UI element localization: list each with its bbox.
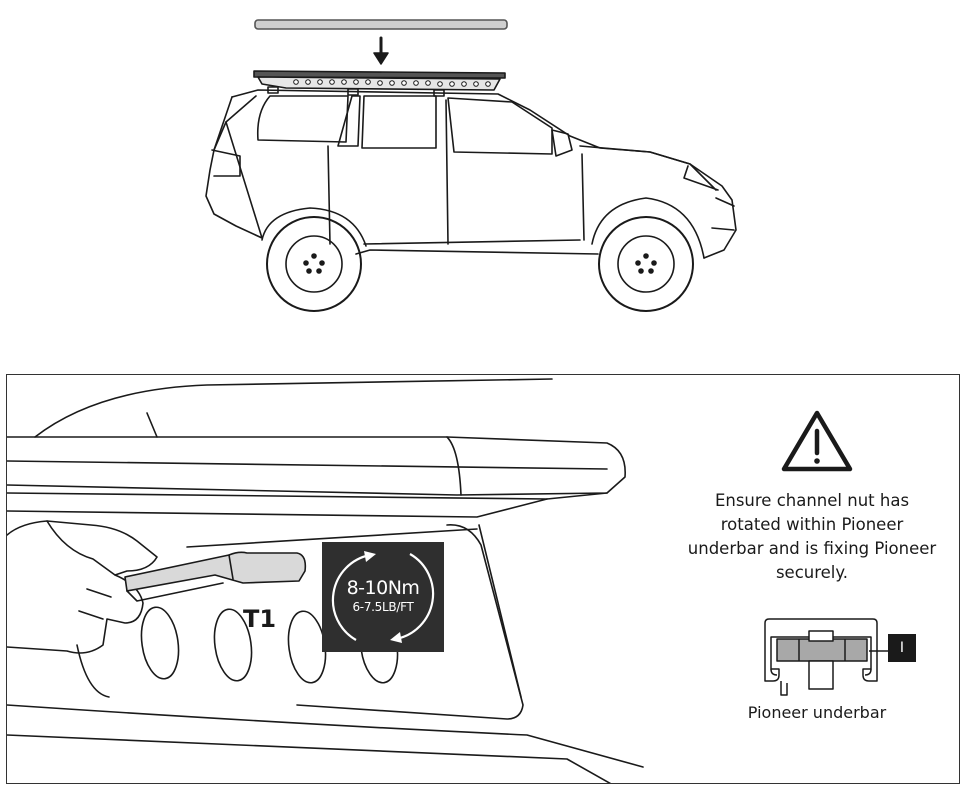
rear-wheel bbox=[266, 216, 362, 312]
roof-rack bbox=[253, 70, 506, 97]
rear-window bbox=[256, 95, 349, 143]
front-window bbox=[447, 97, 553, 155]
vehicle-illustration bbox=[205, 19, 737, 312]
middle-window bbox=[361, 95, 437, 149]
vehicle-body bbox=[205, 89, 737, 259]
detail-panel: 8-10Nm 6-7.5LB/FT T1 Ensure channel nut … bbox=[6, 374, 960, 784]
underbar-cross-section bbox=[764, 618, 890, 696]
step-label: T1 bbox=[243, 605, 277, 633]
torque-tool bbox=[124, 551, 307, 592]
rack-slat bbox=[254, 19, 508, 30]
torque-value-imperial: 6-7.5LB/FT bbox=[352, 600, 414, 614]
front-wheel bbox=[598, 216, 694, 312]
torque-value: 8-10Nm bbox=[346, 577, 420, 599]
rack-slat-detail bbox=[7, 436, 626, 496]
down-arrow-icon bbox=[373, 36, 389, 65]
callout-letter: I bbox=[888, 634, 916, 662]
warning-triangle-icon bbox=[781, 410, 853, 472]
mounting-bracket bbox=[296, 524, 524, 720]
underbar-label: Pioneer underbar bbox=[747, 703, 887, 722]
rotation-arrows-icon bbox=[331, 551, 435, 643]
torque-spec-badge: 8-10Nm 6-7.5LB/FT bbox=[322, 542, 444, 652]
warning-message: Ensure channel nut has rotated within Pi… bbox=[687, 491, 937, 582]
